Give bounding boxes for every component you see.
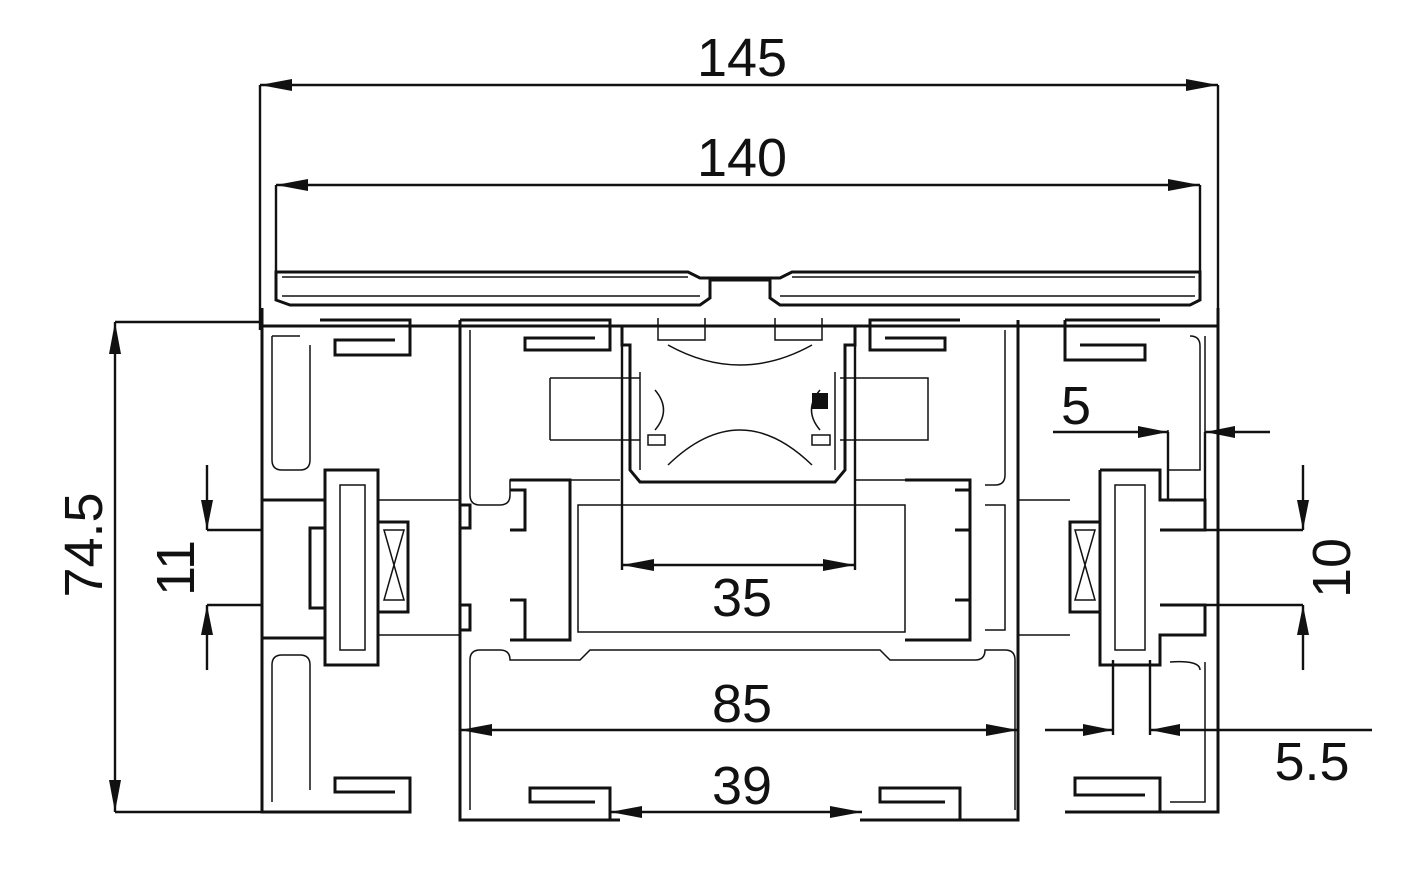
- dim-left-channel-height: 11: [146, 540, 206, 596]
- dim-overall-height: 74.5: [54, 492, 114, 597]
- dim-center-chamber-width: 85: [712, 674, 772, 734]
- dim-center-insert-width: 35: [712, 568, 772, 628]
- dimension-lines: [109, 79, 1372, 818]
- dim-overall-width: 145: [697, 28, 787, 88]
- dim-right-slot-width: 5.5: [1274, 732, 1349, 792]
- dim-top-width: 140: [697, 128, 787, 188]
- dim-right-channel-height: 10: [1302, 538, 1362, 598]
- main-frame: [260, 318, 1220, 822]
- dim-right-wall-thickness: 5: [1061, 376, 1091, 436]
- top-cap: [260, 270, 1220, 328]
- center-insert: [549, 318, 929, 484]
- dim-bottom-gap: 39: [712, 756, 772, 816]
